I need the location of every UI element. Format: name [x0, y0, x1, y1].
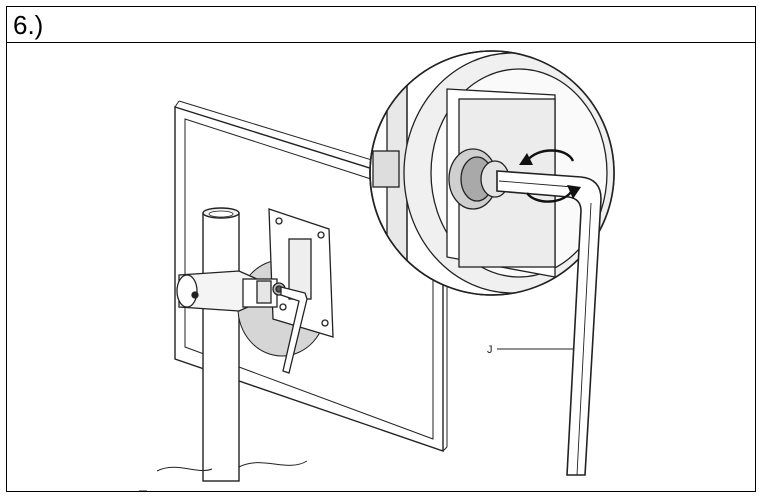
- callout-letter-j: J: [487, 344, 493, 356]
- step-header: 6.): [7, 7, 755, 43]
- small-hex-key: [280, 286, 308, 374]
- stand-pole: [202, 207, 240, 482]
- desk-surface-lines: [139, 460, 308, 491]
- instruction-frame: 6.): [6, 6, 756, 492]
- step-number-label: 6.): [13, 10, 44, 40]
- rotation-arrow-icon: [519, 149, 581, 203]
- pole-clamp: [176, 270, 286, 312]
- assembly-illustration: J: [139, 50, 615, 491]
- callout-j: J: [487, 344, 573, 356]
